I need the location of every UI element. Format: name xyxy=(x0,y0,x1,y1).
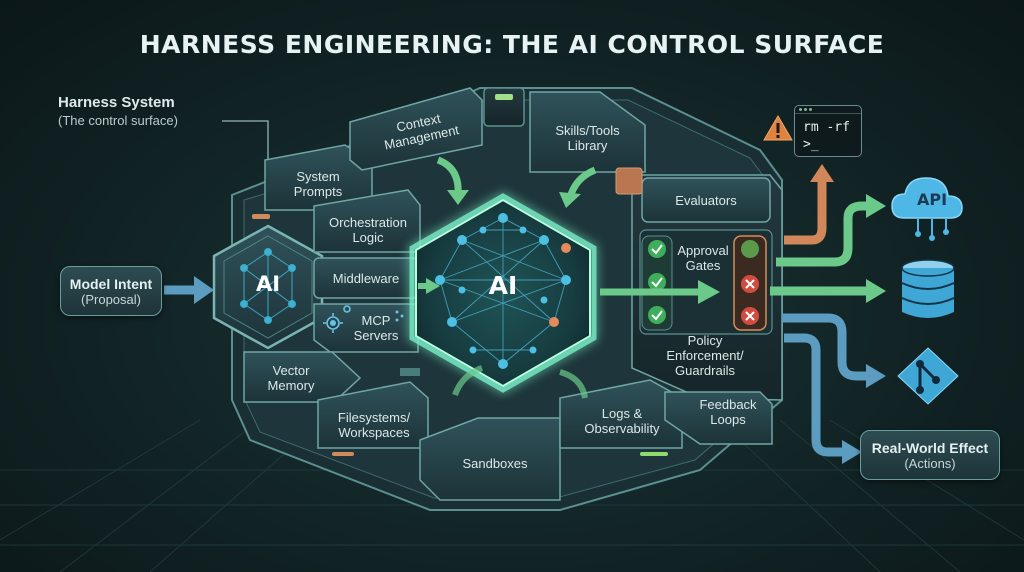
approval-gates-label: Approval Gates xyxy=(677,243,729,273)
small-ai-hexagon-inner xyxy=(223,235,313,339)
arrowhead-database xyxy=(866,279,886,303)
arrow-sandbox-to-core xyxy=(452,365,484,397)
small-ai-label: AI xyxy=(255,272,281,296)
top-connector-light xyxy=(495,94,513,100)
skills-tools-label: Skills/Tools Library xyxy=(555,123,620,153)
tile-orchestration xyxy=(313,189,421,253)
arrowhead-api xyxy=(866,194,886,218)
filesystems-label: Filesystems/ Workspaces xyxy=(337,410,411,440)
api-label: API xyxy=(916,190,948,209)
orchestration-label: Orchestration Logic xyxy=(328,215,408,245)
core-ai-label: AI xyxy=(488,271,518,300)
arrowhead-middleware xyxy=(426,278,440,294)
tile-logs-light xyxy=(640,452,668,456)
tile-system-prompts xyxy=(264,144,373,211)
x-icon xyxy=(741,240,759,325)
system-prompts-label: System Prompts xyxy=(293,169,343,199)
arrowhead-git xyxy=(866,364,886,388)
tile-context-management xyxy=(349,87,483,171)
tile-filesystems xyxy=(317,381,429,449)
feedback-label: Feedback Loops xyxy=(699,397,757,427)
top-connector xyxy=(483,87,525,127)
arrow-core-to-logs xyxy=(559,369,588,399)
real-world-effect-label: Real-World Effect xyxy=(871,439,989,456)
harness-system-callout: Harness System (The control surface) xyxy=(58,94,178,128)
arrowhead-gates xyxy=(698,280,720,304)
middleware-label: Middleware xyxy=(332,270,400,286)
callout-title: Harness System xyxy=(58,94,175,111)
core-ai-network xyxy=(439,217,567,365)
tile-feedback xyxy=(664,391,773,445)
core-ai-nodes xyxy=(435,213,571,369)
real-world-effect-sub: (Actions) xyxy=(904,455,956,471)
terminal-command: rm -rf xyxy=(803,120,850,135)
arrowhead-intent xyxy=(194,276,214,304)
tile-skills-tools xyxy=(529,91,646,173)
check-icon xyxy=(648,240,666,324)
policy-label: Policy Enforcement/ Guardrails xyxy=(666,332,744,378)
warning-icon xyxy=(763,115,793,141)
evaluators-label: Evaluators xyxy=(675,192,737,208)
arrow-to-terminal xyxy=(784,180,827,245)
arrowhead-terminal xyxy=(810,164,834,182)
tile-sandboxes xyxy=(419,417,561,501)
mcp-servers-label: MCP Servers xyxy=(353,313,399,343)
arrowhead-real-world xyxy=(842,440,862,464)
model-intent-sub: (Proposal) xyxy=(81,291,141,307)
small-ai-network xyxy=(240,248,296,324)
cloud-api-icon xyxy=(891,177,963,241)
core-glow xyxy=(409,193,597,393)
terminal-titlebar xyxy=(795,106,861,114)
tile-mcp-servers xyxy=(313,303,419,353)
model-intent-label: Model Intent xyxy=(69,275,153,292)
arrowhead-context xyxy=(447,190,469,205)
arrow-to-git xyxy=(782,313,868,381)
arrow-to-real-world xyxy=(784,333,844,457)
decor-dots xyxy=(395,310,404,322)
logs-label: Logs & Observability xyxy=(584,406,660,436)
terminal-icon: rm -rf >_ xyxy=(794,105,862,157)
tile-filesystems-light xyxy=(332,452,354,456)
tile-vector-memory xyxy=(243,351,362,403)
real-world-effect-box: Real-World Effect (Actions) xyxy=(860,430,1000,480)
arrow-to-api xyxy=(776,201,868,267)
tile-system-prompts-light xyxy=(252,214,270,219)
gear-icon xyxy=(323,305,351,333)
vector-memory-label: Vector Memory xyxy=(267,363,315,393)
model-intent-box: Model Intent (Proposal) xyxy=(60,266,162,316)
git-icon xyxy=(897,347,959,405)
tile-orange-side-block xyxy=(615,167,643,195)
tile-evaluators xyxy=(641,177,771,223)
database-icon xyxy=(901,259,955,318)
sandboxes-label: Sandboxes xyxy=(462,455,528,471)
callout-subtitle: (The control surface) xyxy=(58,113,178,128)
terminal-prompt: >_ xyxy=(803,137,819,152)
page-title: HARNESS ENGINEERING: THE AI CONTROL SURF… xyxy=(139,30,885,59)
arrowhead-skills xyxy=(559,192,581,208)
